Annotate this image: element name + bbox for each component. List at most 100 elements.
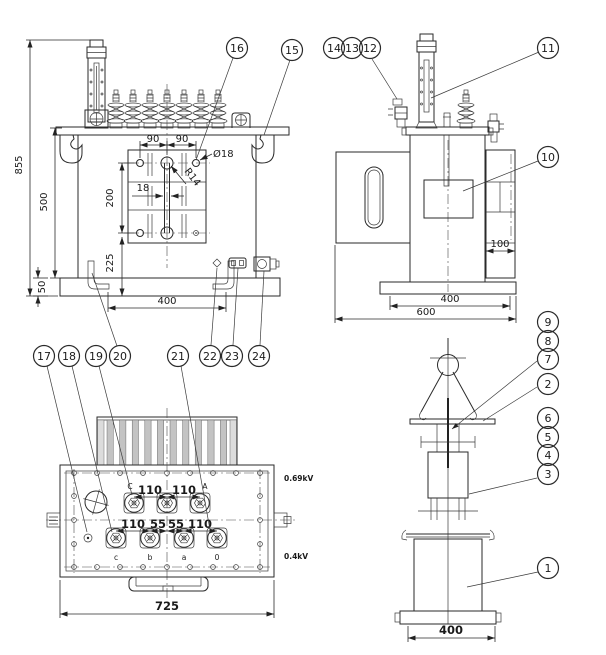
dim-110-hv-left: 110 [138, 483, 162, 497]
bushing-side [456, 89, 476, 129]
svg-text:5: 5 [545, 431, 552, 444]
svg-text:12: 12 [363, 42, 377, 55]
callout-17: 17 [32, 344, 56, 368]
dim-50: 50 [37, 281, 48, 294]
svg-text:8: 8 [545, 335, 552, 348]
front-dimensions: 855 500 50 200 225 400 90 90 Ø18 R14 18 [14, 39, 234, 312]
dim-110-lv-4: 110 [188, 517, 212, 531]
callout-2: 2 [536, 372, 560, 396]
callout-5: 5 [536, 425, 560, 449]
side-view: 100 400 600 [334, 33, 517, 323]
lv-voltage-label: 0.4kV [284, 552, 308, 561]
callout-20: 20 [108, 344, 132, 368]
svg-text:6: 6 [545, 412, 552, 425]
lifting-hook [430, 338, 466, 376]
svg-text:14: 14 [327, 42, 341, 55]
plan-view: C A c b a 0 0.69kV 0.4kV 110 110 110 55 … [46, 408, 313, 618]
svg-text:15: 15 [285, 44, 299, 57]
callout-14: 14 [322, 36, 346, 60]
radiator-side [335, 151, 411, 244]
callout-6: 6 [536, 406, 560, 430]
dim-500: 500 [39, 192, 50, 211]
callout-leaders [46, 51, 540, 588]
callout-balloons: 1 2 3 4 5 6 7 8 9 10 11 12 13 14 15 16 1… [32, 36, 560, 580]
dim-90-right: 90 [176, 134, 189, 145]
detail-dimensions: 400 [407, 623, 496, 642]
dim-200: 200 [105, 188, 116, 207]
svg-text:20: 20 [113, 350, 127, 363]
dim-400-front: 400 [157, 296, 176, 307]
terminal-label-b: b [148, 553, 153, 562]
callout-18: 18 [57, 344, 81, 368]
side-pad-right [273, 512, 292, 528]
base-side [379, 281, 517, 295]
drain-valve-fittings [212, 256, 280, 272]
lifting-lug-left [59, 134, 83, 164]
thermometer-pocket [443, 112, 451, 187]
oil-level-gauge-front [84, 39, 109, 129]
callout-24: 24 [247, 344, 271, 368]
svg-text:19: 19 [89, 350, 103, 363]
cover-bolts [64, 469, 270, 573]
side-pad-left [46, 512, 61, 528]
ground-terminal [83, 533, 93, 543]
terminal-label-0: 0 [215, 553, 220, 562]
side-dimensions: 100 400 600 [334, 239, 517, 323]
svg-text:13: 13 [345, 42, 359, 55]
hv-voltage-label: 0.69kV [284, 474, 313, 483]
cover-pad [231, 112, 251, 128]
svg-text:7: 7 [545, 353, 552, 366]
svg-text:16: 16 [230, 42, 244, 55]
svg-text:1: 1 [545, 562, 552, 575]
svg-text:10: 10 [541, 151, 555, 164]
svg-text:23: 23 [225, 350, 239, 363]
callout-4: 4 [536, 443, 560, 467]
base-front [59, 260, 281, 297]
callout-15: 15 [280, 38, 304, 62]
callout-11: 11 [536, 36, 560, 60]
svg-text:9: 9 [545, 316, 552, 329]
dim-600: 600 [416, 307, 435, 318]
callout-16: 16 [225, 36, 249, 60]
cover-valve-left [388, 98, 408, 128]
svg-text:18: 18 [62, 350, 76, 363]
skid-plan [128, 576, 209, 592]
callout-13: 13 [340, 36, 364, 60]
rating-plate [423, 179, 474, 219]
manhole [83, 489, 109, 515]
dim-100: 100 [490, 239, 509, 250]
dim-855: 855 [14, 155, 25, 174]
callout-12: 12 [358, 36, 382, 60]
callout-1: 1 [536, 556, 560, 580]
dim-225: 225 [105, 253, 116, 272]
dim-400-detail: 400 [439, 623, 463, 637]
callout-7: 7 [536, 347, 560, 371]
tank-side [409, 135, 486, 282]
cover-valve-right [487, 113, 504, 143]
callout-21: 21 [166, 344, 190, 368]
svg-text:3: 3 [545, 468, 552, 481]
svg-text:24: 24 [252, 350, 266, 363]
dim-400-side: 400 [440, 294, 459, 305]
plan-dimensions: 110 110 110 55 55 110 725 [59, 483, 275, 618]
dim-55-lv-3: 55 [168, 517, 184, 531]
svg-text:11: 11 [541, 42, 555, 55]
dim-55-lv-2: 55 [150, 517, 166, 531]
hv-terminals [123, 492, 211, 514]
bushing-assembly-detail [394, 424, 502, 625]
svg-text:21: 21 [171, 350, 185, 363]
callout-19: 19 [84, 344, 108, 368]
front-view: 855 500 50 200 225 400 90 90 Ø18 R14 18 [14, 39, 290, 312]
callout-23: 23 [220, 344, 244, 368]
detail-view: 400 [394, 338, 502, 642]
svg-text:2: 2 [545, 378, 552, 391]
svg-text:22: 22 [203, 350, 217, 363]
dim-dia18: Ø18 [213, 148, 234, 160]
terminal-label-A: A [202, 482, 208, 491]
dim-18: 18 [137, 183, 150, 194]
dim-r14: R14 [182, 166, 203, 188]
terminal-label-c: c [114, 553, 118, 562]
svg-text:17: 17 [37, 350, 51, 363]
